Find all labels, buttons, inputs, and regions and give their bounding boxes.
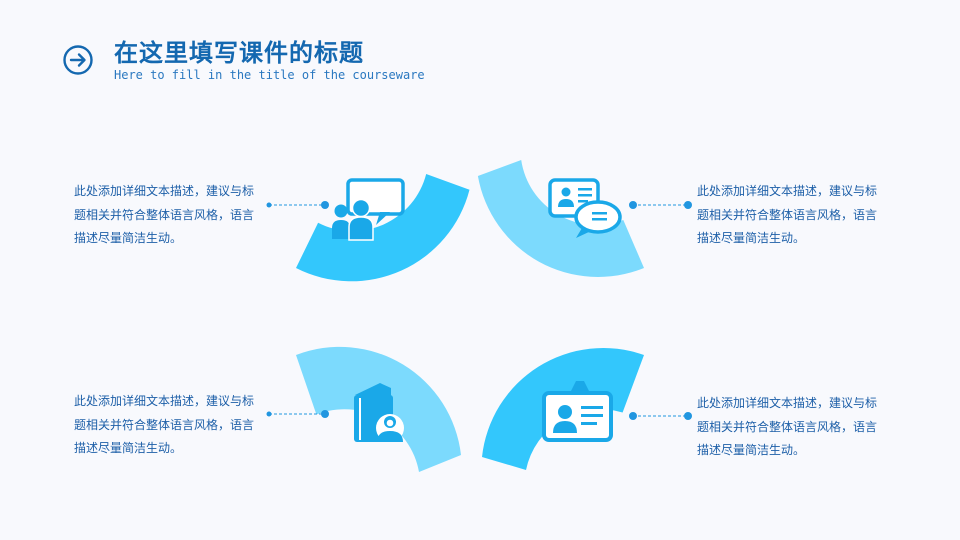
connector-top-right <box>629 201 692 209</box>
connector-top-left <box>266 201 329 209</box>
page-title: 在这里填写课件的标题 <box>114 39 364 67</box>
description-top-right: 此处添加详细文本描述，建议与标题相关并符合整体语言风格，语言描述尽量简洁生动。 <box>697 184 878 245</box>
connector-bottom-left <box>266 410 329 418</box>
description-top-left: 此处添加详细文本描述，建议与标题相关并符合整体语言风格，语言描述尽量简洁生动。 <box>74 184 255 245</box>
page-subtitle: Here to fill in the title of the coursew… <box>114 68 425 82</box>
description-bottom-right: 此处添加详细文本描述，建议与标题相关并符合整体语言风格，语言描述尽量简洁生动。 <box>697 396 878 457</box>
segment-top-left <box>296 174 470 282</box>
connector-bottom-right <box>629 412 692 420</box>
arrow-right-circle-icon <box>63 45 93 75</box>
group-chat-icon <box>332 178 405 241</box>
segment-top-right <box>477 160 644 277</box>
book-reader-icon <box>354 383 404 442</box>
description-bottom-left: 此处添加详细文本描述，建议与标题相关并符合整体语言风格，语言描述尽量简洁生动。 <box>74 394 255 455</box>
profile-message-icon <box>548 178 622 238</box>
id-badge-icon <box>542 381 613 442</box>
